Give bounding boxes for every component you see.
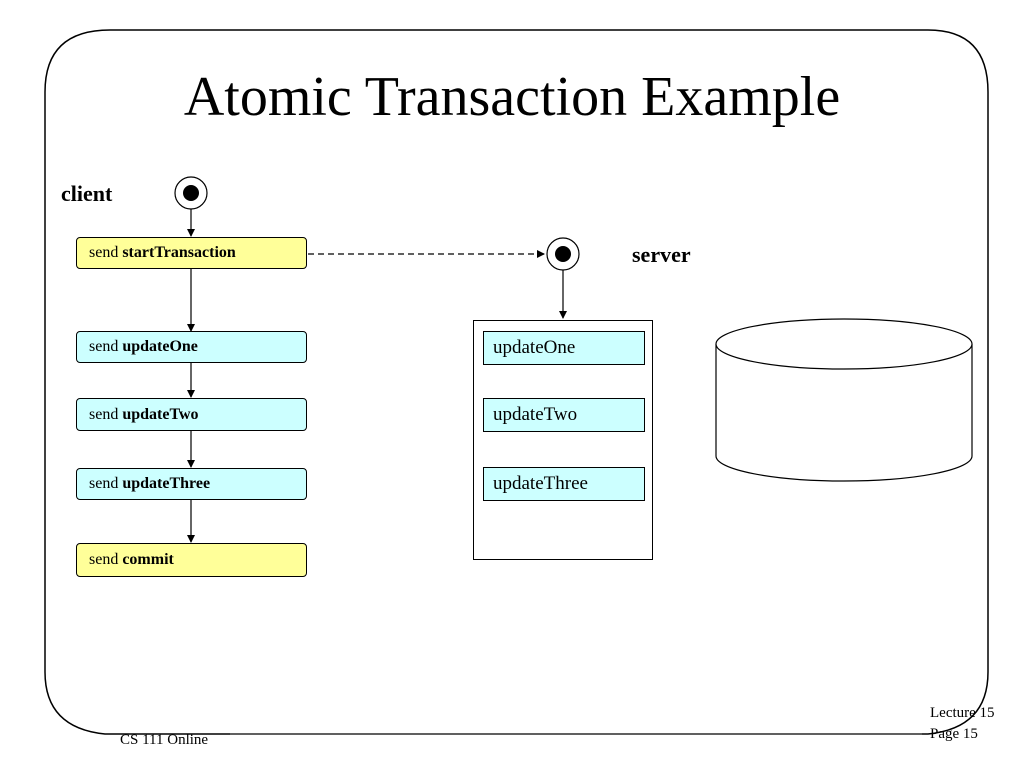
step-operation: updateTwo xyxy=(122,405,199,423)
step-verb: send xyxy=(89,551,119,568)
server-label: server xyxy=(632,242,691,267)
step-verb: send xyxy=(89,338,119,355)
database-cylinder-icon xyxy=(715,318,973,482)
footer-page: Page 15 xyxy=(930,726,978,742)
step-verb: send xyxy=(89,405,119,423)
client-label: client xyxy=(61,181,113,206)
step-verb: send xyxy=(89,475,119,492)
step-operation: updateOne xyxy=(122,338,198,355)
step-operation: updateThree xyxy=(122,475,211,492)
slide-title: Atomic Transaction Example xyxy=(183,66,841,128)
step-operation: commit xyxy=(122,551,174,568)
step-operation: startTransaction xyxy=(122,244,236,261)
client-step-update-one: send updateOne xyxy=(76,331,307,363)
server-operation-update-two: updateTwo xyxy=(483,398,645,432)
footer-lecture: Lecture 15 xyxy=(930,705,995,721)
slide-border xyxy=(44,29,989,735)
client-step-commit: send commit xyxy=(76,543,307,577)
step-verb: send xyxy=(89,244,119,261)
client-step-update-three: send updateThree xyxy=(76,468,307,500)
footer-course: CS 111 Online xyxy=(120,732,209,748)
server-start-node xyxy=(546,237,580,271)
client-step-start-transaction: send startTransaction xyxy=(76,237,307,269)
client-start-node xyxy=(174,176,208,210)
server-operation-update-three: updateThree xyxy=(483,467,645,501)
server-operation-update-one: updateOne xyxy=(483,331,645,365)
client-step-update-two: send updateTwo xyxy=(76,398,307,431)
